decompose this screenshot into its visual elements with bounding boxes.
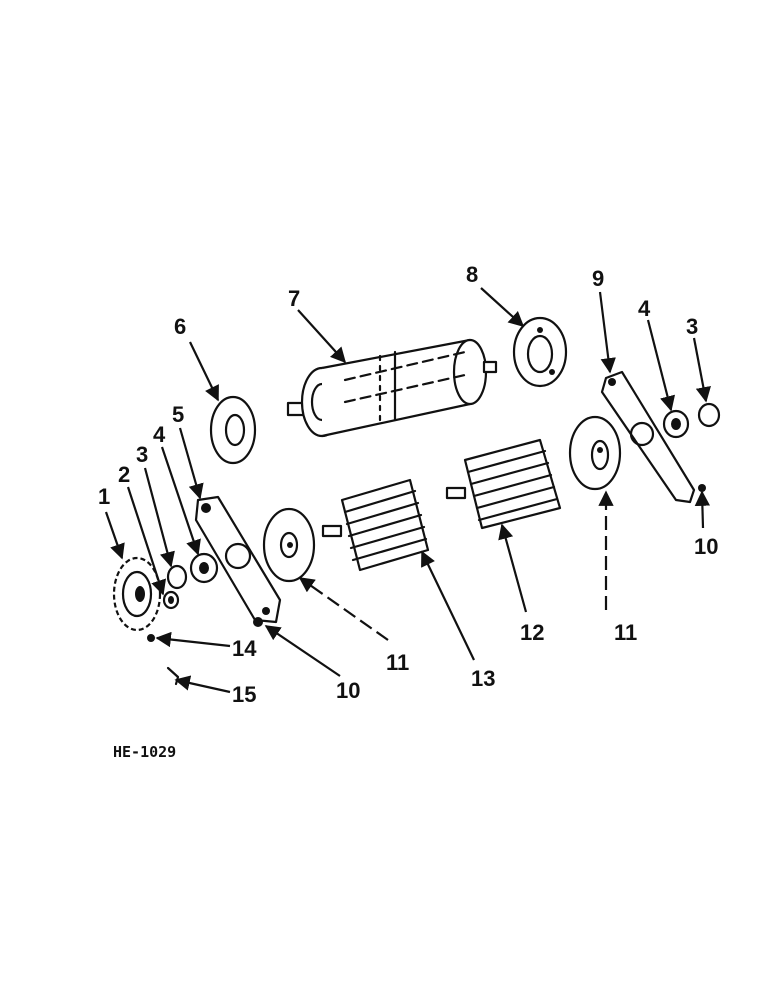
drum-roller [286, 338, 498, 438]
bearing-flange [209, 395, 257, 465]
left-arm-plate [194, 495, 282, 624]
callout-10: 10 [336, 678, 360, 703]
flange-plate [512, 316, 568, 388]
callout-6: 6 [174, 314, 186, 339]
callout-13: 13 [471, 666, 495, 691]
key-pin [166, 666, 180, 686]
callout-3: 3 [686, 314, 698, 339]
fluted-roller-right [445, 438, 562, 530]
drive-sprocket [112, 556, 162, 632]
end-disc-right [568, 415, 622, 491]
callout-labels: 1 2 3 4 5 6 7 8 9 4 3 10 10 11 13 12 11 … [98, 262, 718, 707]
callout-5: 5 [172, 402, 184, 427]
set-screw [147, 634, 155, 642]
bearing-right [662, 409, 690, 439]
callout-12: 12 [520, 620, 544, 645]
callout-9: 9 [592, 266, 604, 291]
callout-14: 14 [232, 636, 257, 661]
callout-15: 15 [232, 682, 256, 707]
callout-11: 11 [614, 620, 637, 645]
bearing-left [189, 552, 219, 584]
fluted-roller-left [321, 478, 430, 572]
callout-1: 1 [98, 484, 110, 509]
nut-right [698, 484, 706, 492]
right-arm-plate [600, 370, 696, 504]
callout-11: 11 [386, 650, 409, 675]
callout-4: 4 [153, 422, 166, 447]
end-disc-left [262, 507, 316, 583]
washer [162, 590, 180, 610]
callout-7: 7 [288, 286, 300, 311]
drawing-reference: HE-1029 [113, 743, 176, 761]
lock-collar-left [166, 564, 188, 590]
leader-lines [104, 287, 711, 694]
callout-3: 3 [136, 442, 148, 467]
callout-8: 8 [466, 262, 478, 287]
callout-2: 2 [118, 462, 130, 487]
callout-4: 4 [638, 296, 651, 321]
lock-collar-right [697, 402, 721, 428]
callout-10: 10 [694, 534, 718, 559]
nut-left [253, 617, 263, 627]
